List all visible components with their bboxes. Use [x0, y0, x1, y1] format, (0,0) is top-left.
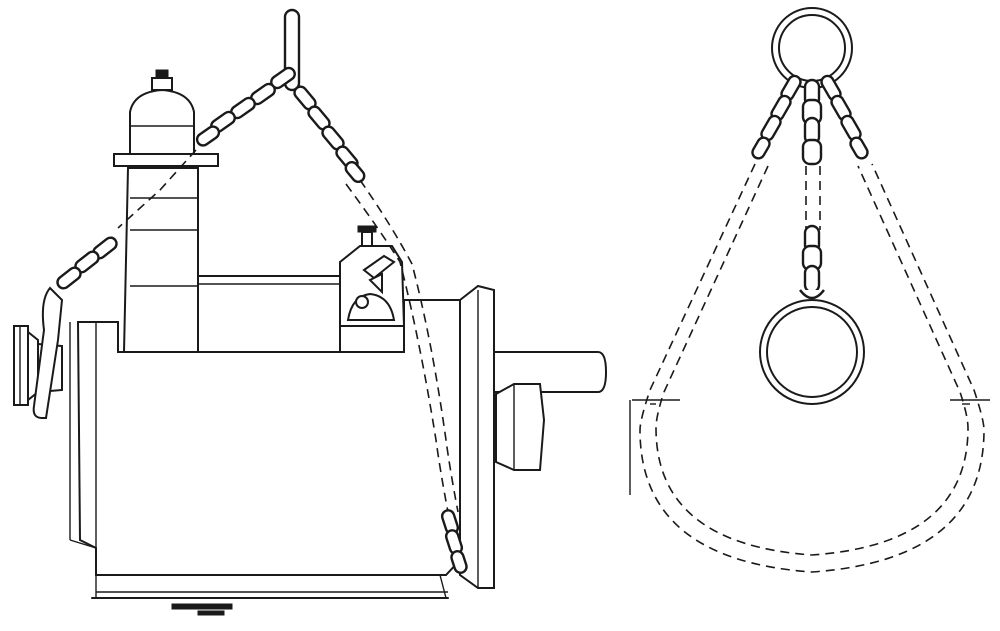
chain-left [32, 66, 296, 419]
load-ring [759, 299, 865, 405]
rear-flange-plate [459, 284, 608, 589]
transmission-lifted-with-chain-sling [13, 8, 608, 616]
sling-end-marks [629, 399, 990, 495]
top-cover [197, 275, 341, 353]
sling-dashed-loop [639, 163, 985, 573]
sling-chain-right-leg [820, 74, 869, 160]
transmission-housing [69, 299, 461, 616]
chain-sling-detail [629, 7, 990, 573]
sling-lower-chain [799, 224, 825, 300]
shift-tower [113, 69, 219, 353]
sling-chain-center-leg [801, 78, 823, 166]
chain-right [293, 85, 468, 574]
master-ring [771, 7, 853, 89]
sling-chain-left-leg [751, 74, 802, 160]
lifting-eye-bracket [339, 225, 406, 327]
